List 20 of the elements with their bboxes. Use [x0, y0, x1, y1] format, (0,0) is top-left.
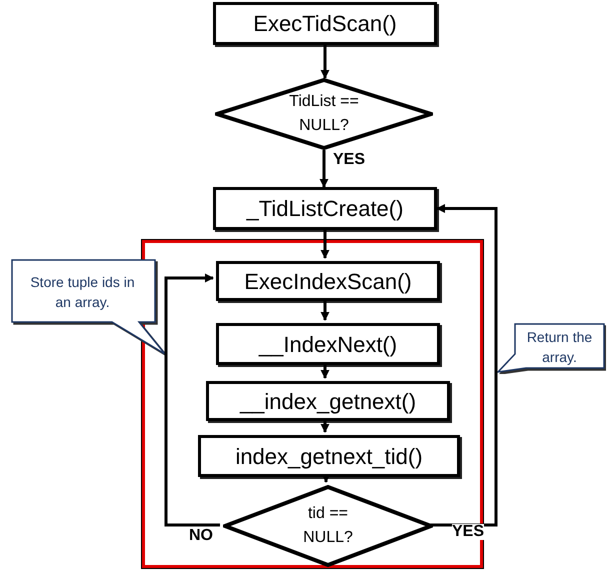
process-box: index_getnext_tid() [198, 435, 460, 477]
arrow [320, 298, 330, 321]
arrow [430, 204, 498, 526]
process-box: __index_getnext() [206, 381, 450, 421]
arrow [320, 418, 330, 433]
arrow [320, 230, 330, 259]
callout: Store tuple ids in an array. [10, 258, 167, 356]
callout: Return the array. [496, 322, 606, 374]
arrow [320, 45, 330, 79]
loop-frame [142, 240, 483, 568]
process-box: __IndexNext() [216, 323, 440, 365]
process-box: ExecIndexScan() [216, 261, 440, 301]
decision-diamond: tid == NULL? [223, 485, 433, 567]
arrow [320, 362, 330, 379]
decision-diamond: TidList == NULL? [215, 78, 433, 150]
edge-label: YES [452, 524, 484, 540]
arrow [164, 274, 220, 526]
arrow [320, 150, 328, 188]
process-box: ExecTidScan() [213, 2, 437, 45]
process-box: _TidListCreate() [213, 187, 437, 230]
